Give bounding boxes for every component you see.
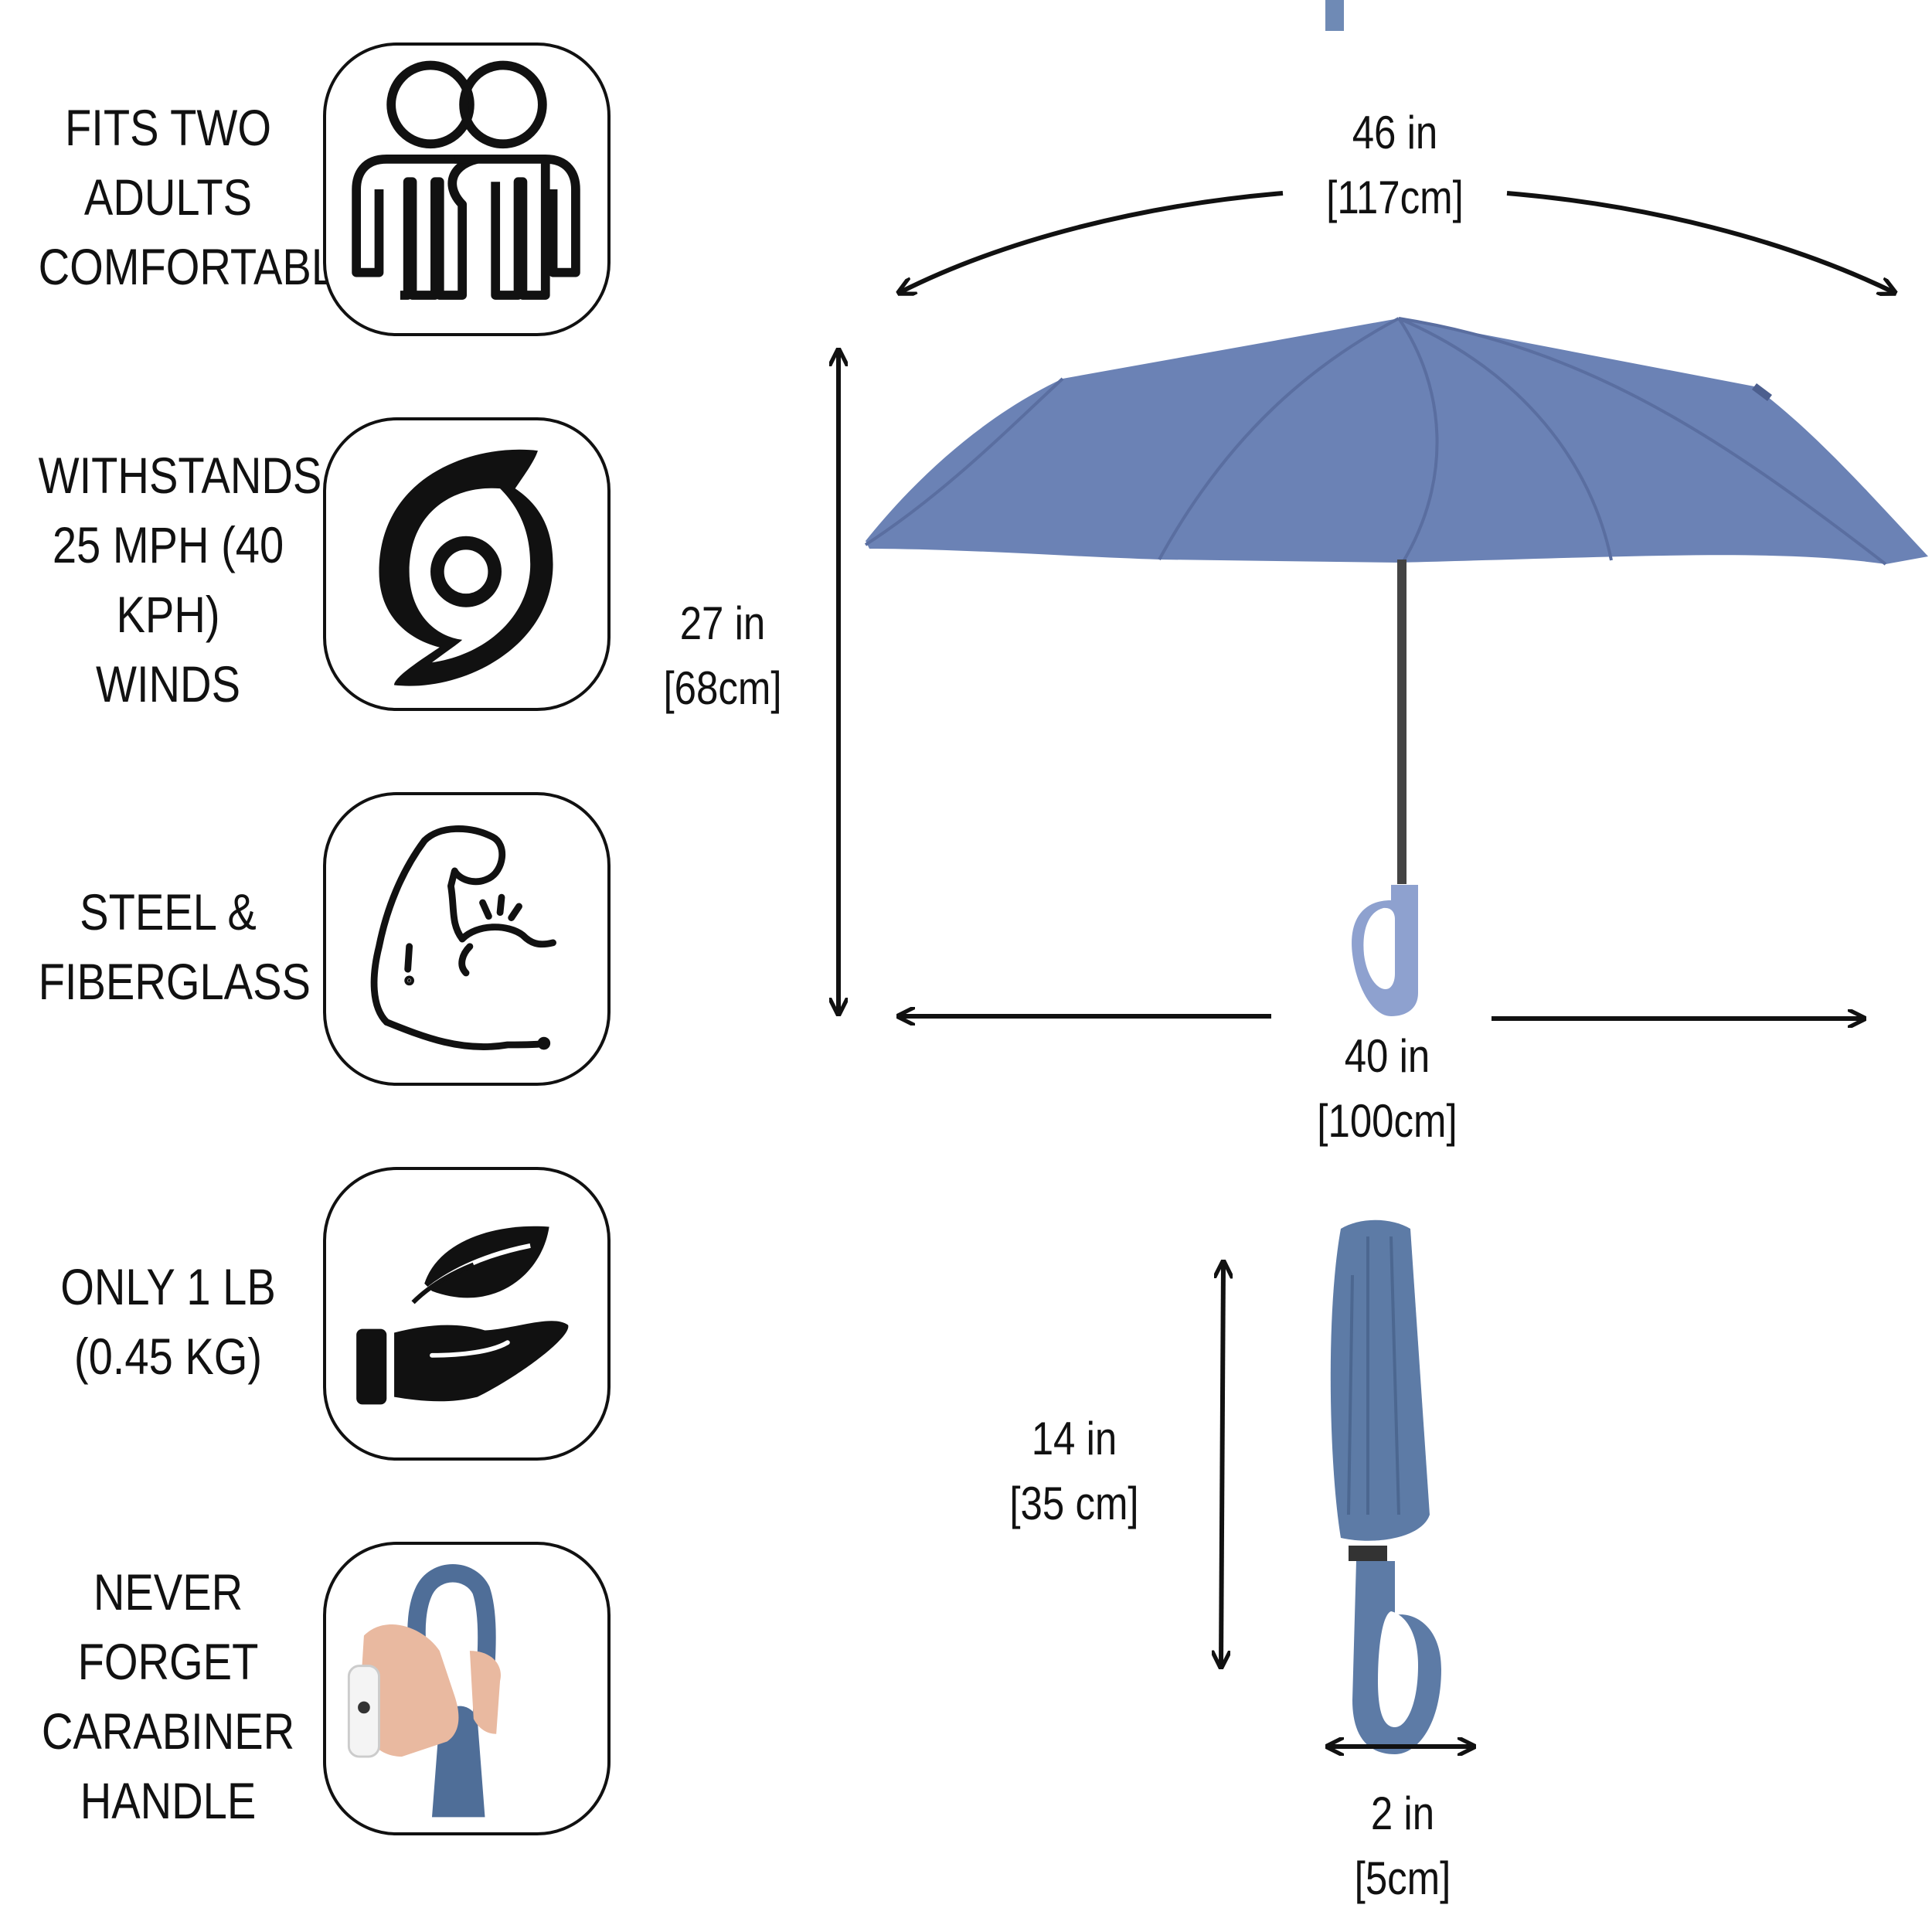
feature-weight: ONLY 1 LB (0.45 KG): [0, 1167, 618, 1468]
dim-inch: 46 in: [1352, 107, 1438, 158]
icon-box: [323, 417, 611, 711]
folded-length-label: 14 in [35 cm]: [995, 1406, 1153, 1536]
dim-inch: 2 in: [1370, 1787, 1435, 1839]
hurricane-icon: [379, 449, 553, 686]
arc-dimension-label: 46 in [117cm]: [1300, 100, 1491, 230]
leaf-in-hand-icon: [356, 1226, 569, 1405]
feature-label: NEVER FORGET CARABINER HANDLE: [41, 1563, 295, 1829]
carabiner-hand-photo-icon: [347, 1564, 501, 1818]
icon-box: [323, 792, 611, 1086]
feature-label: WITHSTANDS 25 MPH (40 KPH) WINDS: [38, 447, 322, 713]
feature-material: STEEL & FIBERGLASS: [0, 792, 618, 1094]
feature-label: ONLY 1 LB (0.45 KG): [60, 1258, 276, 1385]
handle-width-label: 2 in [5cm]: [1337, 1781, 1468, 1911]
feature-wind: WITHSTANDS 25 MPH (40 KPH) WINDS: [0, 417, 618, 719]
feature-label: STEEL & FIBERGLASS: [38, 883, 311, 1010]
arc-dimension-arrow: [900, 191, 1284, 292]
flexed-arm-icon: [370, 825, 556, 1050]
dim-inch: 27 in: [679, 597, 766, 649]
width-dimension-label: 40 in [100cm]: [1298, 1024, 1476, 1154]
feature-handle: NEVER FORGET CARABINER HANDLE: [0, 1542, 618, 1843]
icon-box: [323, 43, 611, 336]
dim-cm: [5cm]: [1354, 1852, 1451, 1904]
folded-umbrella: [1325, 0, 1441, 1754]
dim-inch: 40 in: [1344, 1030, 1430, 1082]
dim-cm: [35 cm]: [1009, 1478, 1139, 1529]
feature-fits-two: FITS TWO ADULTS COMFORTABLY: [0, 43, 618, 344]
dim-cm: [100cm]: [1317, 1095, 1458, 1147]
icon-box: [323, 1542, 611, 1835]
height-dimension-label: 27 in [68cm]: [651, 591, 795, 721]
open-umbrella: [864, 317, 1928, 1016]
folded-length-arrow: [1221, 1264, 1223, 1665]
dim-inch: 14 in: [1031, 1413, 1117, 1464]
arc-dimension-arrow: [1506, 191, 1893, 292]
dim-cm: [68cm]: [663, 662, 782, 714]
icon-box: [323, 1167, 611, 1461]
two-people-icon: [352, 60, 580, 300]
dim-cm: [117cm]: [1326, 172, 1464, 223]
